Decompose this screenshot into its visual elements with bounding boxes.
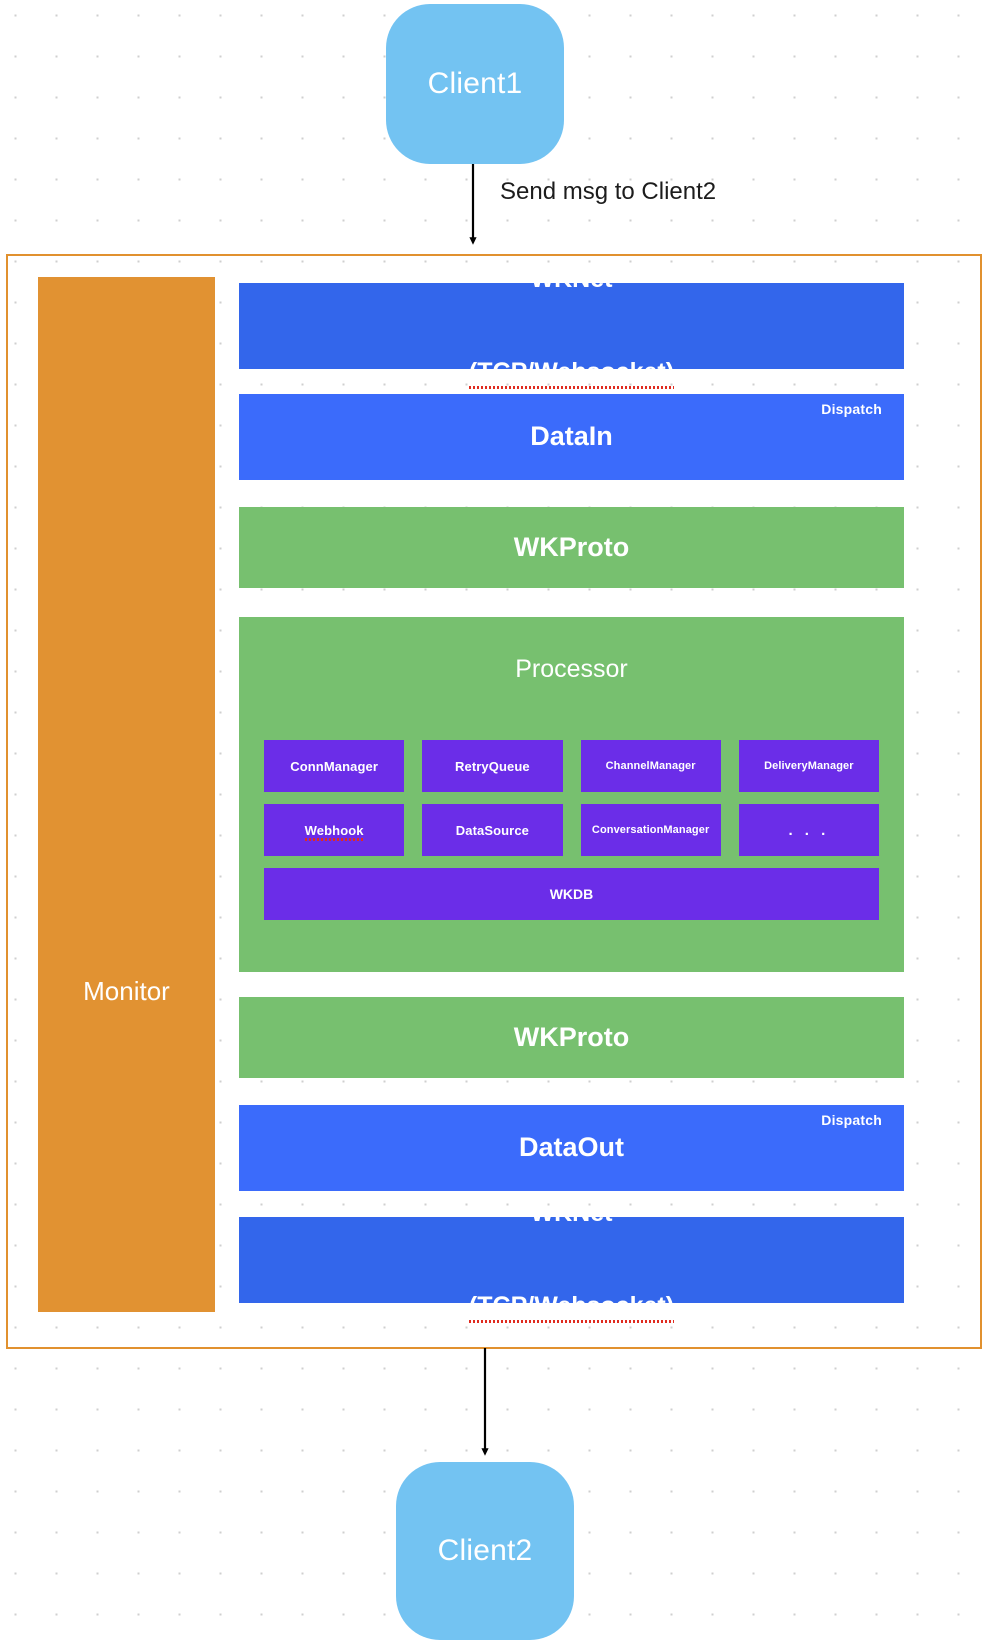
client2-node[interactable]: Client2: [396, 1462, 574, 1640]
wkproto-inbound-label: WKProto: [513, 531, 630, 562]
monitor-label: Monitor: [83, 975, 170, 1006]
processor-module-row-2: Webhook DataSource ConversationManager .…: [264, 804, 879, 856]
datain-box[interactable]: DataIn Dispatch: [239, 394, 904, 480]
wknet-inbound-line2-wrap: (TCP/Websocket): [469, 326, 674, 389]
module-connmanager[interactable]: ConnManager: [264, 740, 405, 792]
dataout-dispatch-label: Dispatch: [821, 1112, 882, 1128]
processor-module-row-1: ConnManager RetryQueue ChannelManager De…: [264, 740, 879, 792]
wknet-outbound-line2: (TCP/Websocket): [468, 1292, 675, 1321]
module-datasource[interactable]: DataSource: [422, 804, 563, 856]
wknet-inbound-line2: (TCP/Websocket): [468, 358, 675, 387]
wknet-outbound-line2-wrap: (TCP/Websocket): [469, 1260, 674, 1323]
module-more-ellipsis[interactable]: . . .: [738, 804, 879, 856]
wknet-outbound-line1: WKNet: [530, 1198, 613, 1227]
datain-dispatch-label: Dispatch: [821, 401, 882, 417]
client1-node[interactable]: Client1: [386, 4, 564, 164]
datain-label: DataIn: [530, 421, 613, 452]
arrow-caption-inbound: Send msg to Client2: [500, 178, 717, 205]
dataout-label: DataOut: [518, 1132, 624, 1163]
wkproto-inbound-box[interactable]: WKProto: [239, 507, 904, 588]
module-webhook-label: Webhook: [304, 822, 364, 841]
server-boundary-frame: [6, 254, 982, 1349]
wknet-outbound-box[interactable]: WKNet (TCP/Websocket): [239, 1199, 904, 1320]
dataout-box[interactable]: DataOut Dispatch: [239, 1105, 904, 1191]
module-conversationmanager[interactable]: ConversationManager: [580, 804, 721, 856]
module-channelmanager[interactable]: ChannelManager: [580, 740, 721, 792]
module-webhook[interactable]: Webhook: [264, 804, 405, 856]
processor-title: Processor: [515, 655, 628, 683]
client1-label: Client1: [427, 67, 523, 101]
module-wkdb[interactable]: WKDB: [264, 868, 879, 920]
wknet-inbound-box[interactable]: WKNet (TCP/Websocket): [239, 265, 904, 386]
module-deliverymanager[interactable]: DeliveryManager: [738, 740, 879, 792]
processor-box[interactable]: Processor ConnManager RetryQueue Channel…: [239, 617, 904, 972]
module-retryqueue[interactable]: RetryQueue: [422, 740, 563, 792]
client2-label: Client2: [437, 1534, 533, 1568]
wkproto-outbound-box[interactable]: WKProto: [239, 997, 904, 1078]
monitor-panel[interactable]: Monitor: [38, 277, 215, 1312]
wknet-inbound-line1: WKNet: [530, 264, 613, 293]
processor-module-grid: ConnManager RetryQueue ChannelManager De…: [264, 740, 879, 920]
wkproto-outbound-label: WKProto: [513, 1021, 630, 1052]
